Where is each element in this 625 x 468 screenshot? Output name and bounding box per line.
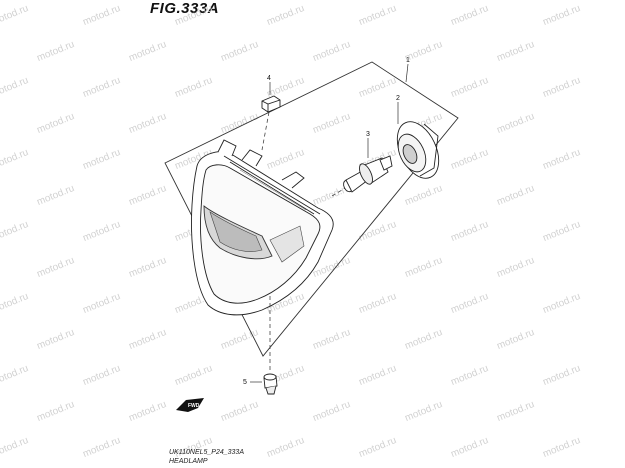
headlamp-housing bbox=[191, 139, 334, 316]
fwd-label: FWD bbox=[188, 403, 200, 409]
callout-leaders bbox=[250, 63, 409, 383]
figure-code: UK110NEL5_P24_333A bbox=[169, 449, 244, 456]
part-3-bulb bbox=[343, 155, 393, 193]
callout-5: 5 bbox=[243, 379, 247, 386]
callout-3: 3 bbox=[366, 131, 370, 138]
callout-1: 1 bbox=[406, 57, 410, 64]
fwd-arrow-icon: FWD bbox=[176, 398, 204, 412]
part-2-cover bbox=[396, 121, 440, 179]
figure-title: FIG.333A bbox=[150, 0, 220, 17]
part-4-clip bbox=[261, 95, 281, 113]
callout-4: 4 bbox=[267, 75, 271, 82]
figure-name: HEADLAMP bbox=[169, 458, 208, 465]
part-5-bolt bbox=[263, 373, 278, 395]
callout-2: 2 bbox=[396, 95, 400, 102]
leader-lines bbox=[261, 111, 353, 370]
